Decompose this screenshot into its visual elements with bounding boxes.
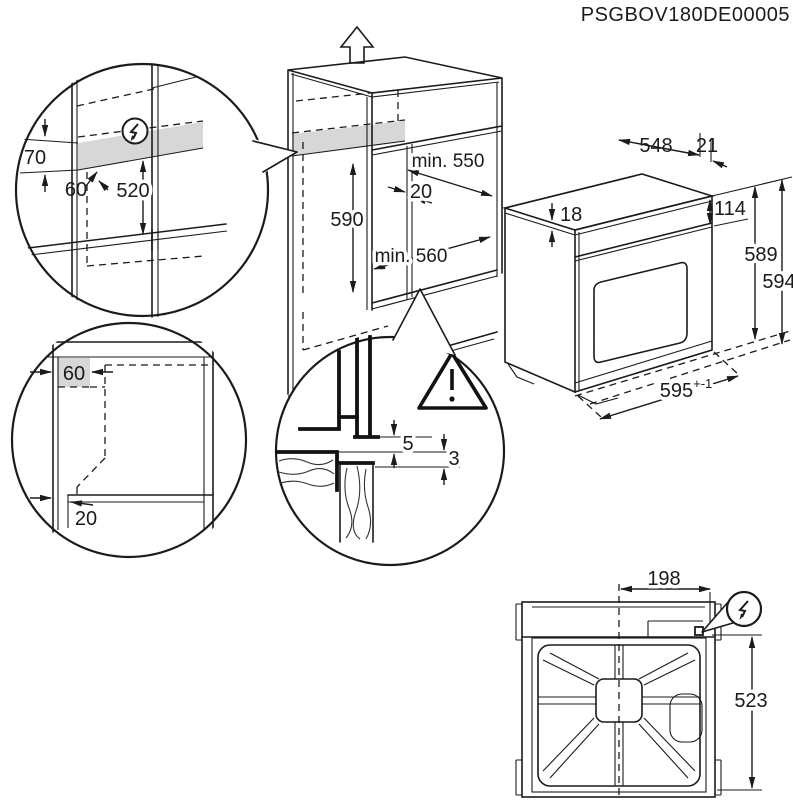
top-view-detail: [30, 341, 214, 533]
connection-area-shade-detail: [78, 122, 203, 170]
dim-21: 21: [696, 135, 718, 157]
warning-icon: [417, 351, 488, 410]
dim-114: 114: [714, 198, 746, 220]
dim-595: 595+-1: [660, 376, 713, 402]
dim-line-min560: [373, 236, 491, 270]
dim-60-top-view: 60: [63, 363, 85, 385]
dim-3: 3: [448, 448, 459, 470]
back-view-drawing: 198 523: [515, 565, 771, 800]
dim-198: 198: [647, 568, 680, 590]
electrical-balloon: [701, 590, 763, 633]
dim-590: 590: [330, 209, 363, 231]
dim-18: 18: [560, 204, 582, 226]
dim-523: 523: [734, 690, 767, 712]
dim-line-min550: [407, 169, 493, 197]
back-right-bump: [669, 693, 703, 743]
dim-20-top-view: 20: [75, 508, 97, 530]
callout-pointer-front-gap: [392, 288, 456, 356]
cabinet-drawing: min. 550 20 590 min. 560: [287, 25, 503, 397]
oven-drawing: 548 21 18 114 589 594 595+-1: [502, 133, 793, 420]
dim-60: 60: [65, 179, 87, 201]
side-clearance-shade: [58, 358, 90, 387]
oven-door-window: [593, 261, 688, 364]
connection-area-shade: [292, 121, 405, 156]
dim-595-value: 595: [660, 380, 693, 402]
connection-box: [694, 626, 704, 636]
electrical-icon: [121, 117, 149, 145]
dim-70: 70: [24, 147, 46, 169]
dim-548: 548: [639, 135, 672, 157]
dim-line-595: [599, 375, 739, 420]
up-arrow-icon: [339, 25, 375, 64]
dim-gap20: 20: [410, 181, 432, 203]
electrical-icon-back: [725, 590, 763, 628]
dim-589: 589: [744, 244, 777, 266]
part-number-text: PSGBOV180DE00005: [581, 4, 790, 26]
dim-line-548: [618, 138, 700, 157]
dim-min550: min. 550: [412, 151, 485, 172]
dim-594: 594: [762, 271, 793, 293]
dim-520: 520: [116, 180, 149, 202]
dim-5: 5: [402, 433, 413, 455]
detail-circle-top-view: [10, 321, 248, 559]
front-gap-detail: [275, 335, 488, 543]
dim-min560: min. 560: [375, 246, 448, 267]
connection-space-detail: [19, 62, 228, 318]
callout-pointer-top-left: [251, 138, 298, 175]
dim-595-tolerance: +-1: [693, 376, 712, 391]
wood-grain: [278, 458, 372, 540]
